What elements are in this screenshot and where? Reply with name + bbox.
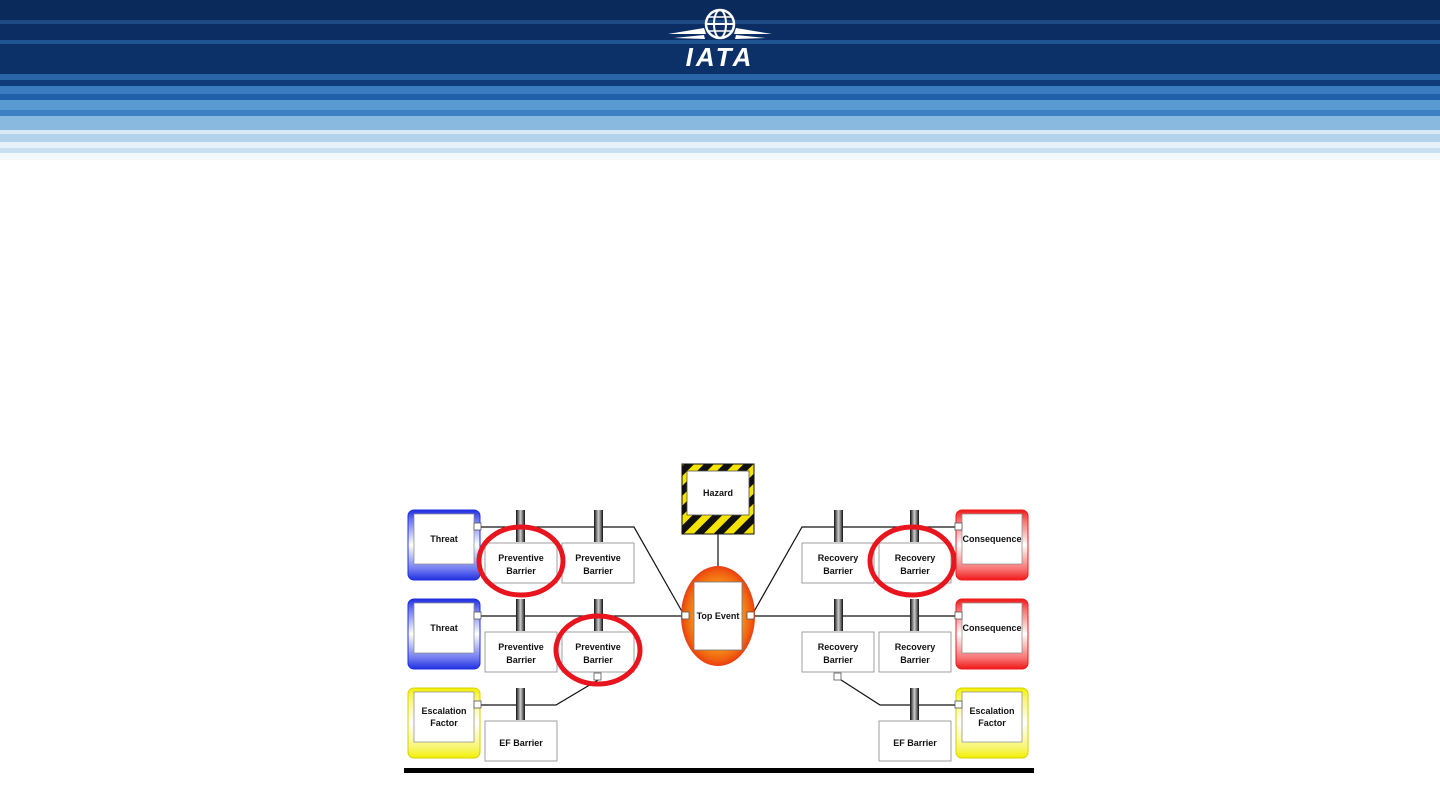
recovery-barrier: Recovery Barrier: [878, 542, 952, 584]
post: [910, 599, 919, 631]
barrier-label-line1: Preventive: [498, 642, 544, 652]
collapse-toggle: [954, 522, 963, 531]
threat-label: Threat: [430, 534, 458, 544]
top-event-label: Top Event: [697, 611, 740, 621]
post: [594, 510, 603, 542]
consequence-node-2: Consequence: [954, 598, 1029, 670]
barrier-label-line2: Barrier: [506, 566, 536, 576]
preventive-barrier: Preventive Barrier: [484, 631, 558, 673]
barrier-label-line1: Preventive: [575, 553, 621, 563]
barrier-label-line2: Barrier: [823, 566, 853, 576]
highlight-circles: [476, 524, 957, 687]
post: [834, 510, 843, 542]
collapse-toggle: [473, 522, 482, 531]
highlight-circle: [476, 524, 566, 598]
post: [910, 688, 919, 720]
collapse-toggle: [473, 700, 482, 709]
logo-text: IATA: [685, 42, 755, 72]
escalation-factor-left: Escalation Factor: [407, 687, 482, 759]
bottom-rule: [404, 768, 1034, 773]
barrier-label-line2: Barrier: [823, 655, 853, 665]
barrier-label-line2: Barrier: [506, 655, 536, 665]
barrier-label-line1: Recovery: [895, 553, 936, 563]
threat-node-1: Threat: [407, 509, 482, 581]
consequence-label: Consequence: [962, 623, 1021, 633]
escalation-line-right: [837, 677, 956, 706]
barrier-label-line1: Recovery: [818, 642, 859, 652]
threat-node-2: Threat: [407, 598, 482, 670]
escalation-line-left: [480, 679, 599, 706]
hazard-node: Hazard: [681, 463, 755, 535]
recovery-barrier: Recovery Barrier: [878, 631, 952, 673]
collapse-toggle: [954, 700, 963, 709]
consequence-label: Consequence: [962, 534, 1021, 544]
escalation-label-line2: Factor: [978, 718, 1006, 728]
barrier-label-line2: Barrier: [900, 655, 930, 665]
highlight-circle: [867, 524, 957, 598]
globe-wings-icon: [668, 8, 772, 40]
header-banner: IATA: [0, 0, 1440, 160]
preventive-barrier: Preventive Barrier: [484, 542, 558, 584]
post: [516, 688, 525, 720]
escalation-factor-right: Escalation Factor: [954, 687, 1029, 759]
collapse-toggle: [746, 611, 755, 620]
ef-barrier-right: EF Barrier: [878, 720, 952, 762]
barrier-label-line1: Recovery: [818, 553, 859, 563]
collapse-toggle: [473, 611, 482, 620]
collapse-toggle: [954, 611, 963, 620]
consequence-node-1: Consequence: [954, 509, 1029, 581]
ef-barrier-label: EF Barrier: [499, 738, 543, 748]
ef-barrier-left: EF Barrier: [484, 720, 558, 762]
escalation-label-line1: Escalation: [421, 706, 466, 716]
recovery-barrier: Recovery Barrier: [801, 542, 875, 584]
collapse-toggle: [593, 672, 602, 681]
post: [516, 599, 525, 631]
barrier-label-line2: Barrier: [583, 566, 613, 576]
threat-label: Threat: [430, 623, 458, 633]
barrier-label-line2: Barrier: [583, 655, 613, 665]
barrier-label-line2: Barrier: [900, 566, 930, 576]
top-event-node: Top Event: [681, 566, 755, 666]
collapse-toggle: [681, 611, 690, 620]
collapse-toggle: [833, 672, 842, 681]
hazard-label: Hazard: [703, 488, 733, 498]
barrier-label-line1: Recovery: [895, 642, 936, 652]
escalation-label-line2: Factor: [430, 718, 458, 728]
escalation-label-line1: Escalation: [969, 706, 1014, 716]
barrier-label-line1: Preventive: [575, 642, 621, 652]
highlight-circle: [553, 613, 643, 687]
preventive-barrier: Preventive Barrier: [561, 542, 635, 584]
ef-barrier-label: EF Barrier: [893, 738, 937, 748]
post: [834, 599, 843, 631]
barrier-label-line1: Preventive: [498, 553, 544, 563]
recovery-barrier: Recovery Barrier: [801, 631, 875, 681]
iata-logo: IATA: [660, 8, 780, 72]
preventive-barrier: Preventive Barrier: [561, 631, 635, 681]
